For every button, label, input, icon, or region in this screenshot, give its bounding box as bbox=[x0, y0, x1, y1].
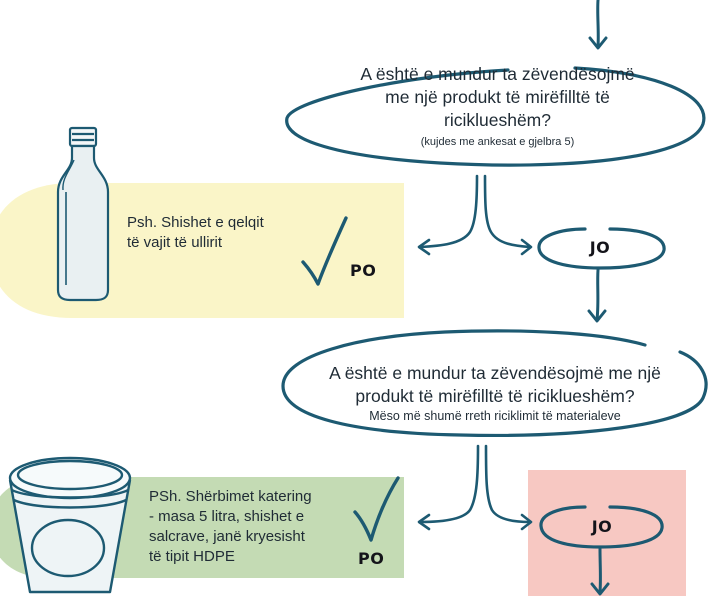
question2-note: Mëso më shumë rreth riciklimit të materi… bbox=[369, 409, 621, 423]
example2-text: PSh. Shërbimet katering - masa 5 litra, … bbox=[149, 487, 364, 567]
no2-down-arrow bbox=[590, 547, 610, 596]
example2-line3: salcrave, janë kryesisht bbox=[149, 528, 305, 545]
question1-text: A është e mundur ta zëvendësojmë me një … bbox=[300, 63, 695, 132]
no2-ellipse bbox=[539, 505, 664, 549]
no1-ellipse bbox=[537, 227, 666, 270]
question1-line1: A është e mundur ta zëvendësojmë bbox=[360, 64, 635, 84]
no1-down-arrow bbox=[587, 268, 607, 323]
q2-branch-arrows bbox=[417, 444, 533, 531]
example2-line1: PSh. Shërbimet katering bbox=[149, 488, 312, 505]
example2-answer: PO bbox=[358, 549, 385, 568]
no1-label: JO bbox=[589, 238, 611, 257]
question2-ellipse bbox=[281, 329, 708, 437]
question2-text: A është e mundur ta zëvendësojmë me një … bbox=[285, 362, 705, 408]
question1-line3: riciklueshëm? bbox=[444, 110, 551, 130]
check2-icon bbox=[353, 476, 400, 542]
example1-line2: të vajit të ullirit bbox=[127, 234, 223, 251]
question2-line1: A është e mundur ta zëvendësojmë me një bbox=[329, 363, 661, 383]
check1-icon bbox=[301, 216, 348, 286]
no2-label: JO bbox=[591, 517, 613, 536]
example1-line1: Psh. Shishet e qelqit bbox=[127, 214, 264, 231]
example2-line2: - masa 5 litra, shishet e bbox=[149, 508, 305, 525]
question1-ellipse bbox=[285, 66, 706, 167]
question1-line2: me një produkt të mirëfilltë të bbox=[385, 87, 610, 107]
example1-answer: PO bbox=[350, 261, 377, 280]
question1-note: (kujdes me ankesat e gjelbra 5) bbox=[420, 136, 575, 148]
example1-text: Psh. Shishet e qelqit të vajit të ulliri… bbox=[127, 213, 327, 253]
example2-line4: të tipit HDPE bbox=[149, 548, 235, 565]
glass-bottle-icon bbox=[56, 126, 110, 302]
question2-line2: produkt të mirëfilltë të riciklueshëm? bbox=[355, 386, 635, 406]
top-arrow bbox=[588, 0, 608, 50]
q1-branch-arrows bbox=[417, 174, 533, 256]
hdpe-bucket-icon bbox=[8, 456, 132, 594]
